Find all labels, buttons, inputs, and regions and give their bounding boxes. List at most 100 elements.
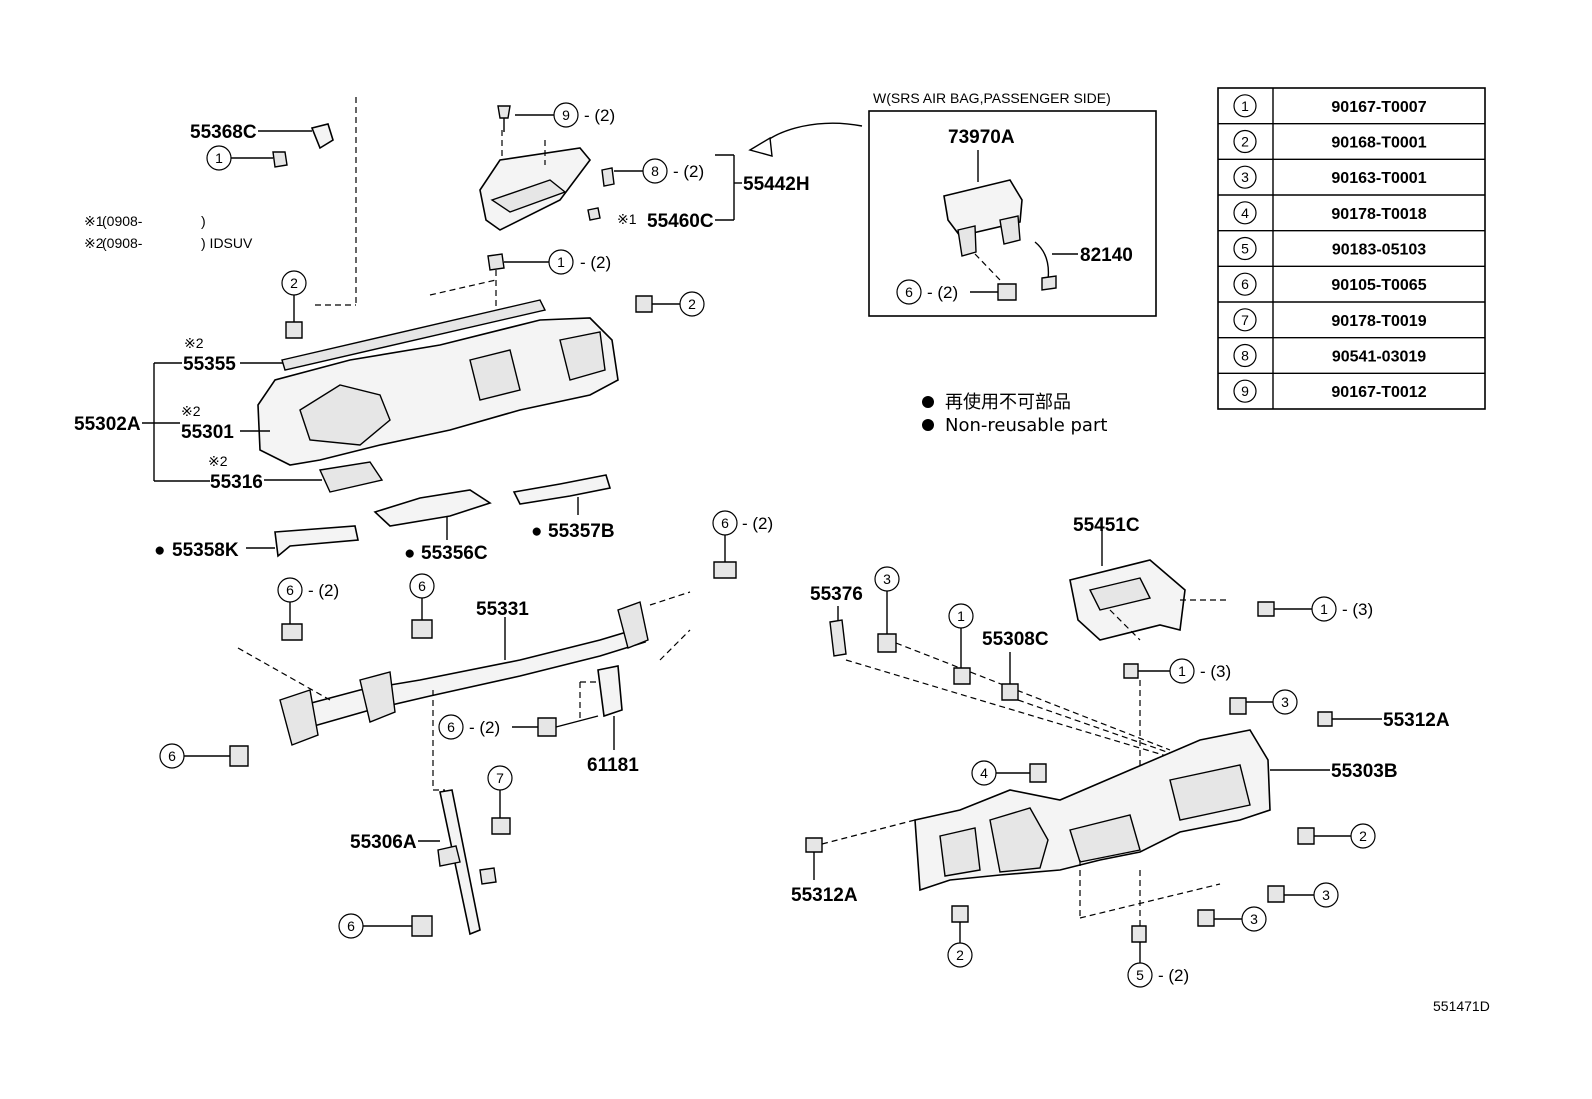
callout-3-right-3: 3 <box>1197 906 1267 932</box>
svg-text:2: 2 <box>1359 828 1367 844</box>
callout-1-55308C: 1 <box>948 603 974 685</box>
label-55451C: 55451C <box>1073 515 1140 536</box>
callout-4: 4 <box>971 760 1047 786</box>
label-55312A-bottom: 55312A <box>791 885 858 906</box>
bracket-61181: 61181 <box>579 665 639 776</box>
pad-55358K: ● 55358K <box>154 525 359 561</box>
svg-text:2: 2 <box>290 275 298 291</box>
table-part-number: 90183-05103 <box>1332 242 1426 259</box>
callout-2-right: 2 <box>635 291 705 317</box>
callout-3-right-2: 3 <box>1267 882 1339 908</box>
brace-55306A: 55306A <box>350 789 497 936</box>
svg-text:1: 1 <box>1320 601 1328 617</box>
svg-text:1: 1 <box>557 254 565 270</box>
note-1: ※1 (0908- ) <box>84 213 206 229</box>
callout-5: 5 - (2) <box>1127 925 1189 988</box>
table-ref: 5 <box>1241 241 1249 257</box>
lower-panel-55303B: 55303B <box>914 729 1398 930</box>
label-55316: 55316 <box>210 472 263 493</box>
table-ref: 4 <box>1241 205 1249 221</box>
table-ref: 9 <box>1241 383 1249 399</box>
label-55376: 55376 <box>810 584 863 605</box>
svg-text:2: 2 <box>956 947 964 963</box>
svg-text:7: 7 <box>496 770 504 786</box>
svg-text:※2: ※2 <box>84 235 104 251</box>
svg-text:4: 4 <box>980 765 988 781</box>
svg-text:6: 6 <box>286 582 294 598</box>
callout-3-right: 3 <box>1229 689 1298 715</box>
svg-text:●: ● <box>154 540 165 561</box>
label-55308C: 55308C <box>982 629 1049 650</box>
bracket-55451C: 55451C <box>1069 515 1228 641</box>
table-ref-circle <box>1233 343 1257 368</box>
callout-2-bottom: 2 <box>947 905 973 968</box>
label-73970A: 73970A <box>948 127 1015 148</box>
table-ref-circle <box>1233 129 1257 154</box>
svg-text:- (2): - (2) <box>469 718 500 737</box>
svg-text:6: 6 <box>418 578 426 594</box>
table-ref-circle <box>1233 272 1257 296</box>
svg-text:- (2): - (2) <box>927 283 958 302</box>
table-part-number: 90178-T0018 <box>1331 206 1426 223</box>
label-55368C: 55368C <box>190 122 257 143</box>
clip-55312A-bottom: 55312A <box>791 819 916 906</box>
label-55355: 55355 <box>183 354 236 375</box>
legend-jp: 再使用不可部品 <box>945 392 1071 413</box>
label-55357B: 55357B <box>548 521 615 542</box>
table-ref-circle <box>1233 201 1257 225</box>
callout-9-top: 9 - (2) <box>497 102 615 132</box>
callout-6-top-right: 6 - (2) <box>712 510 773 579</box>
clip-55312A-right: 55312A <box>1317 710 1450 731</box>
bracket-55368C: 55368C <box>190 97 357 306</box>
svg-text:●: ● <box>531 521 542 542</box>
svg-text:) IDSUV: ) IDSUV <box>201 235 253 251</box>
label-55358K: 55358K <box>172 540 239 561</box>
pad-55357B: ● 55357B <box>512 474 615 542</box>
label-55442H: 55442H <box>743 174 810 195</box>
svg-text:1: 1 <box>1178 663 1186 679</box>
svg-text:※2: ※2 <box>208 453 228 469</box>
reinforcement-55331: 55331 <box>237 591 691 791</box>
label-55356C: 55356C <box>421 543 488 564</box>
table-ref: 3 <box>1241 169 1249 185</box>
label-61181: 61181 <box>587 755 639 776</box>
table-part-number: 90163-T0001 <box>1331 170 1426 187</box>
svg-text:3: 3 <box>1322 887 1330 903</box>
label-55312A-right: 55312A <box>1383 710 1450 731</box>
table-part-number: 90178-T0019 <box>1331 313 1426 330</box>
svg-text:6: 6 <box>905 284 913 300</box>
svg-text:6: 6 <box>347 918 355 934</box>
callout-1-r3b: 1 - (3) <box>1123 658 1231 780</box>
label-82140: 82140 <box>1080 245 1133 266</box>
callout-8: 8 - (2) <box>614 158 704 184</box>
svg-text:- (2): - (2) <box>308 581 339 600</box>
svg-text:※2: ※2 <box>181 403 201 419</box>
svg-text:2: 2 <box>688 296 696 312</box>
table-part-number: 90105-T0065 <box>1331 277 1426 294</box>
table-ref: 8 <box>1241 348 1249 364</box>
clip-55308C: 55308C <box>982 629 1191 761</box>
svg-text:9: 9 <box>562 107 570 123</box>
table-ref-circle <box>1233 308 1257 332</box>
svg-text:5: 5 <box>1136 967 1144 983</box>
callout-6-bottom: 6 <box>338 913 433 939</box>
svg-text:3: 3 <box>883 571 891 587</box>
callout-6-lower-left: 6 <box>159 743 249 769</box>
diagram-code: 551471D <box>1433 998 1490 1014</box>
svg-text:●: ● <box>404 543 415 564</box>
table-part-number: 90167-T0007 <box>1331 99 1426 116</box>
table-ref: 2 <box>1241 134 1249 150</box>
svg-text:- (2): - (2) <box>584 106 615 125</box>
table-part-number: 90168-T0001 <box>1331 135 1426 152</box>
table-ref-circle <box>1233 236 1257 261</box>
legend: 再使用不可部品 Non-reusable part <box>922 392 1107 436</box>
callout-6-left: 6 - (2) <box>277 577 339 641</box>
callout-2-left: 2 <box>281 270 307 339</box>
svg-text:): ) <box>201 213 206 229</box>
table-ref: 6 <box>1241 276 1249 292</box>
svg-text:3: 3 <box>1250 911 1258 927</box>
table-ref-circle <box>1233 165 1257 189</box>
svg-text:- (3): - (3) <box>1342 600 1373 619</box>
